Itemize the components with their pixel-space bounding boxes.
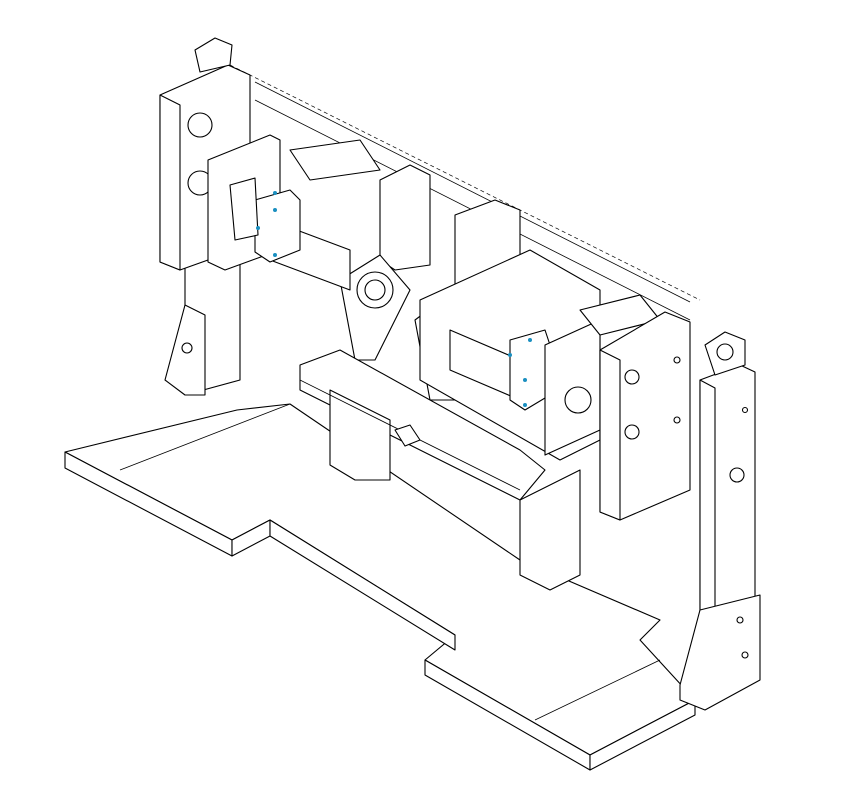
right-clamp-plate [599,311,691,521]
cylinder-upper [229,139,381,291]
base-plate [64,403,696,771]
right-upright [679,331,761,711]
cylinder-lower [449,294,661,456]
